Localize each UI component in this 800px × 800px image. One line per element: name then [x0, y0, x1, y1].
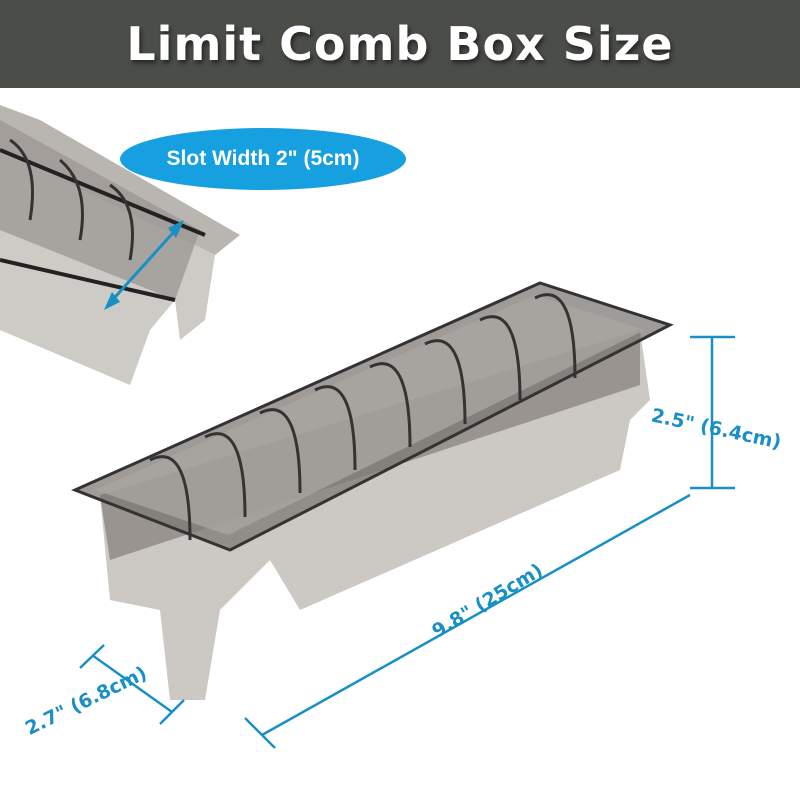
slot-width-arrow	[106, 223, 182, 307]
dimension-lines	[79, 335, 735, 749]
header-banner: Limit Comb Box Size	[0, 0, 800, 88]
slot-width-label: Slot Width 2" (5cm)	[166, 147, 360, 170]
inset-box-closeup	[0, 105, 240, 385]
slot-width-callout: Slot Width 2" (5cm)	[120, 128, 406, 190]
page-title: Limit Comb Box Size	[126, 17, 674, 71]
main-comb-box	[71, 281, 674, 700]
